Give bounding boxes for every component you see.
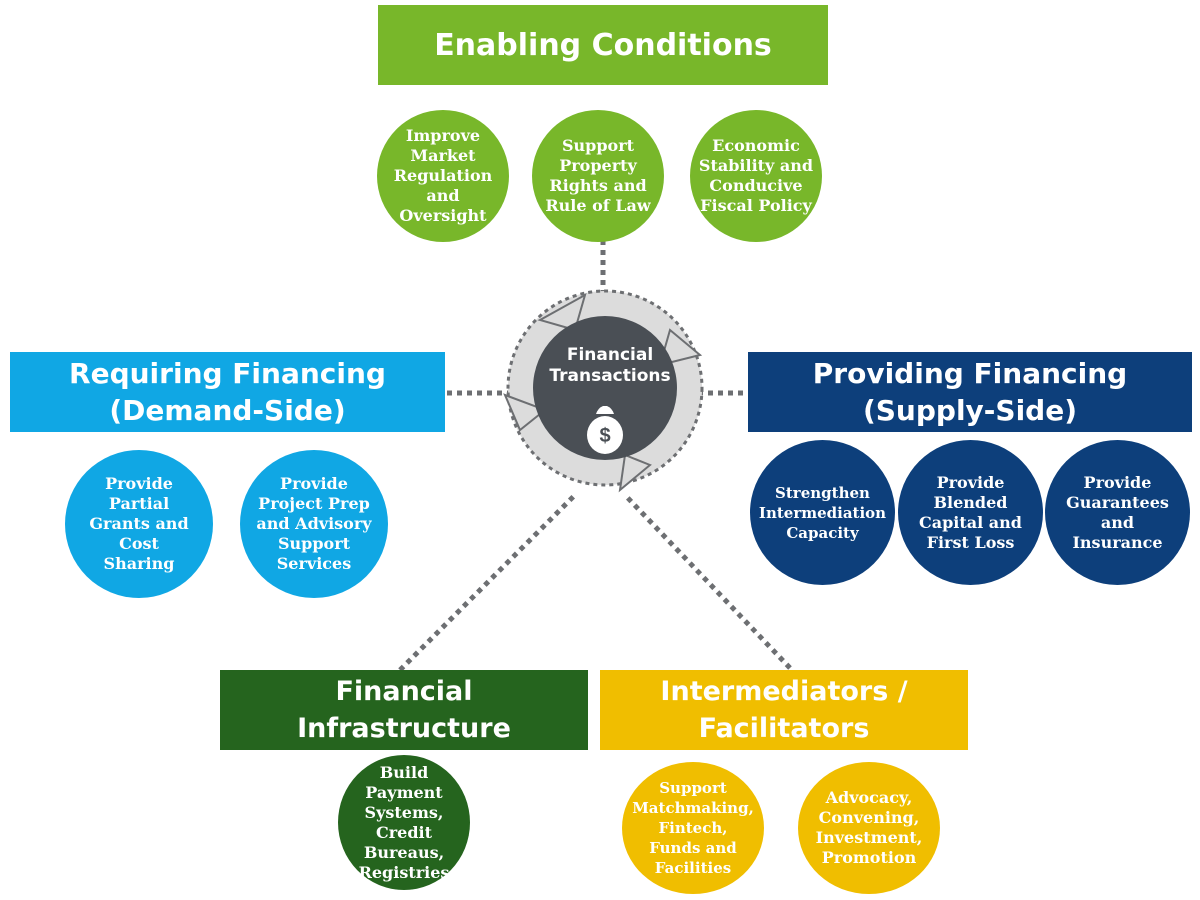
supply-side-title-line2: (Supply-Side): [862, 394, 1078, 427]
intermediators-item-matchmaking: Support Matchmaking, Fintech, Funds and …: [622, 762, 764, 894]
infrastructure-item-payment-systems: Build Payment Systems, Credit Bureaus, R…: [338, 755, 470, 890]
intermediators-item-label: Support Matchmaking, Fintech, Funds and …: [632, 779, 754, 877]
enabling-item-economic-stability: Economic Stability and Conducive Fiscal …: [690, 110, 822, 242]
demand-side-box: Requiring Financing (Demand-Side): [10, 352, 445, 432]
center-label-line2: Transactions: [549, 366, 671, 386]
supply-item-label: Provide Guarantees and Insurance: [1066, 472, 1169, 552]
demand-side-title-line2: (Demand-Side): [109, 394, 346, 427]
supply-item-label: Provide Blended Capital and First Loss: [919, 472, 1022, 552]
intermediators-facilitators-box: Intermediators / Facilitators: [600, 670, 968, 750]
intermediators-item-label: Advocacy, Convening, Investment, Promoti…: [815, 788, 923, 867]
demand-side-title-line1: Requiring Financing: [69, 357, 386, 390]
financial-infrastructure-title-line1: Financial: [335, 676, 473, 707]
enabling-conditions-box: Enabling Conditions: [378, 5, 828, 85]
intermediators-item-advocacy: Advocacy, Convening, Investment, Promoti…: [798, 762, 940, 894]
supply-side-box: Providing Financing (Supply-Side): [748, 352, 1192, 432]
financial-infrastructure-title-line2: Infrastructure: [297, 713, 511, 744]
money-bag-dollar-icon: $: [587, 406, 623, 454]
center-hub: [533, 316, 677, 460]
demand-item-partial-grants: Provide Partial Grants and Cost Sharing: [65, 450, 213, 598]
svg-text:$: $: [599, 425, 610, 447]
intermediators-title-line2: Facilitators: [698, 713, 870, 744]
supply-item-label: Strengthen Intermediation Capacity: [758, 483, 887, 542]
center-label: Financial Transactions: [540, 345, 680, 387]
financial-infrastructure-box: Financial Infrastructure: [220, 670, 588, 750]
supply-item-blended-capital: Provide Blended Capital and First Loss: [898, 440, 1043, 585]
supply-item-guarantees: Provide Guarantees and Insurance: [1045, 440, 1190, 585]
supply-side-title-line1: Providing Financing: [812, 357, 1128, 390]
connector-bottom-left: [398, 493, 577, 672]
enabling-item-label: Economic Stability and Conducive Fiscal …: [698, 136, 814, 215]
intermediators-title-line1: Intermediators /: [660, 676, 908, 707]
enabling-item-property-rights: Support Property Rights and Rule of Law: [532, 110, 664, 242]
infrastructure-item-label: Build Payment Systems, Credit Bureaus, R…: [358, 762, 450, 882]
supply-item-intermediation-capacity: Strengthen Intermediation Capacity: [750, 440, 895, 585]
enabling-conditions-title: Enabling Conditions: [434, 27, 772, 63]
demand-item-label: Provide Project Prep and Advisory Suppor…: [256, 474, 372, 573]
center-label-line1: Financial: [566, 345, 654, 365]
enabling-item-market-regulation: Improve Market Regulation and Oversight: [377, 110, 509, 242]
enabling-item-label: Improve Market Regulation and Oversight: [393, 126, 493, 225]
demand-item-label: Provide Partial Grants and Cost Sharing: [89, 474, 189, 573]
demand-item-project-prep: Provide Project Prep and Advisory Suppor…: [240, 450, 388, 598]
enabling-item-label: Support Property Rights and Rule of Law: [545, 136, 651, 215]
